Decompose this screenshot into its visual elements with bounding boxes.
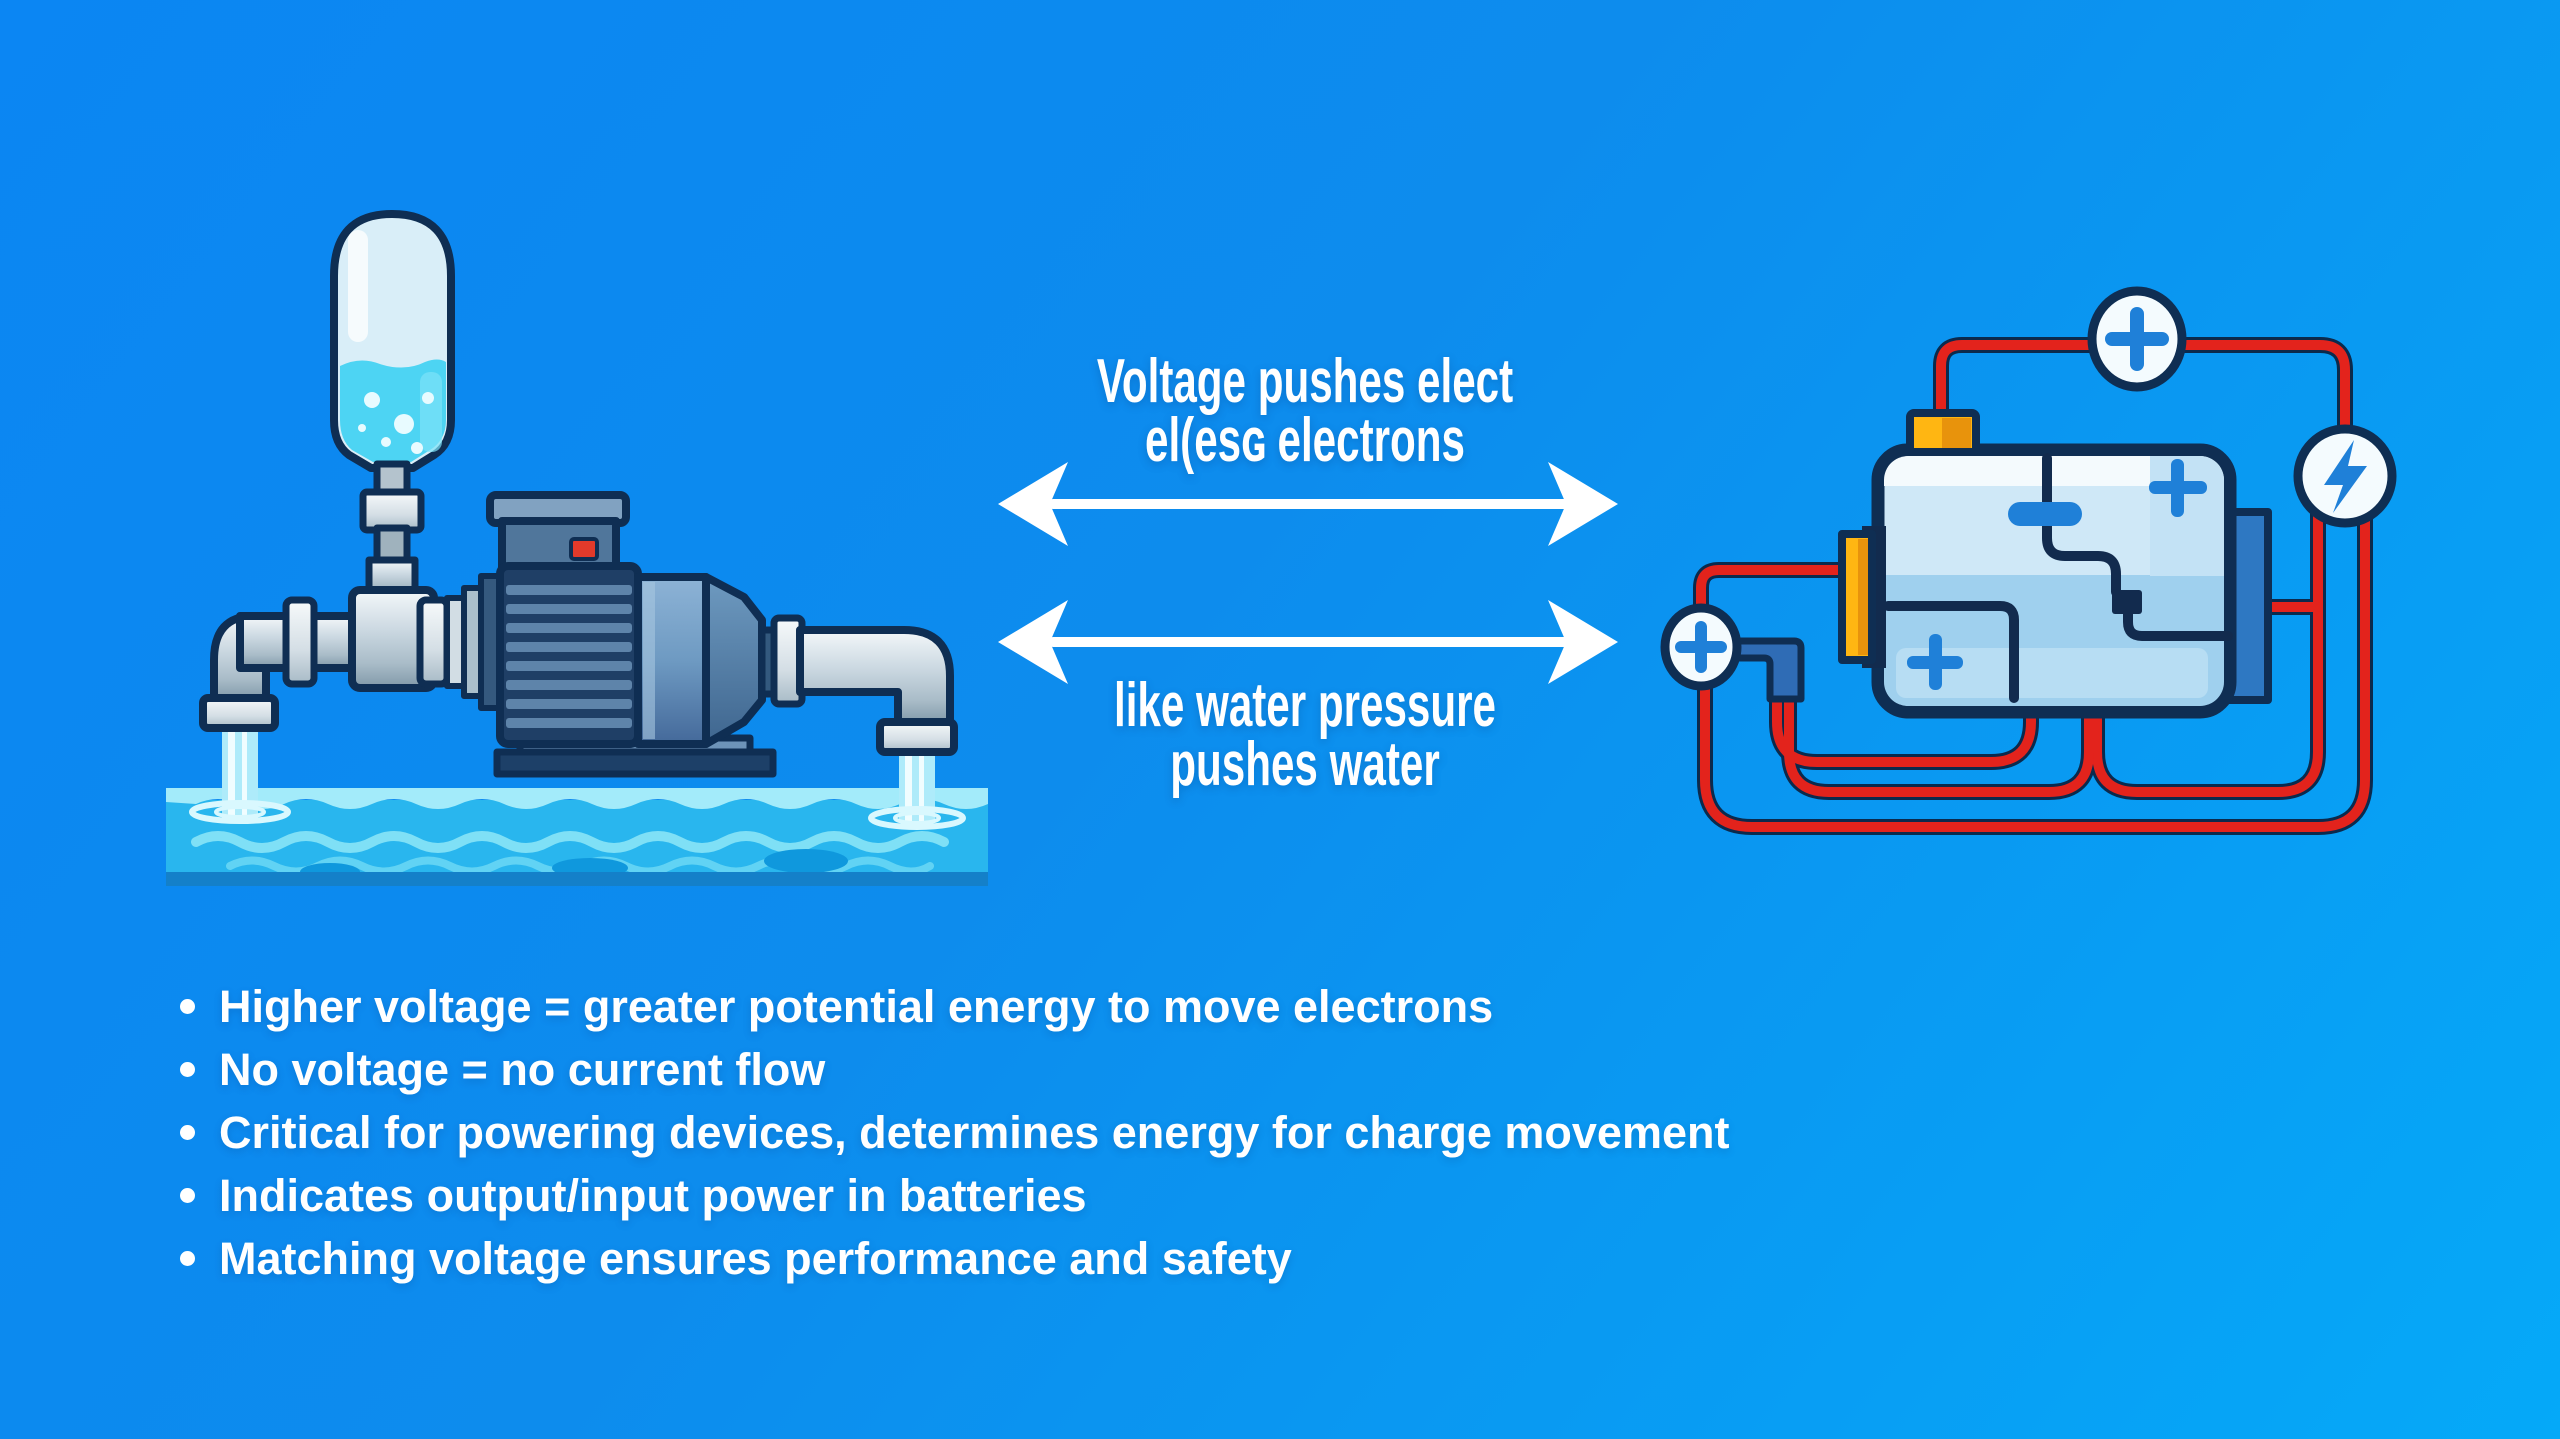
wire-negative-top (1696, 565, 1865, 619)
wire-inner-loop-1 (1772, 693, 2036, 767)
bottle-water (340, 359, 446, 462)
pump-motor (486, 491, 806, 778)
pipe-collar-right (416, 596, 451, 688)
motor-fins (496, 562, 642, 748)
wire-outer-loop (1700, 495, 2370, 832)
lightning-icon (2324, 440, 2367, 513)
battery-terminal-left (1838, 526, 1886, 668)
water-caption-line2: pushes water (1170, 730, 1440, 799)
bullet-text: Higher voltage = greater potential energ… (219, 980, 1494, 1032)
key-points-list: Higher voltage = greater potential energ… (180, 975, 1729, 1290)
cell-symbols (1907, 459, 2207, 690)
trace-node (2112, 590, 2142, 614)
plus-icon (1675, 621, 1727, 673)
positive-terminal-badge-top (2087, 286, 2187, 392)
wire-load-branch (2092, 495, 2323, 797)
minus-bar (2008, 502, 2082, 526)
bubbles (358, 392, 434, 454)
double-arrow-bottom (998, 600, 1618, 684)
electric-caption-line2: el(esɢ electrons (1145, 406, 1465, 475)
water-pump-illustration (166, 210, 988, 886)
bullet-text: No voltage = no current flow (219, 1043, 826, 1095)
bullet-text: Indicates output/input power in batterie… (219, 1169, 1087, 1221)
plus-mark-bottom-left (1907, 634, 1963, 690)
bullet-text: Critical for powering devices, determine… (219, 1106, 1730, 1158)
list-item: Matching voltage ensures performance and… (180, 1227, 1729, 1290)
reducer-rings (444, 573, 505, 711)
water-caption-line1: like water pressure (1113, 671, 1496, 740)
electric-caption-line1: Voltage pushes elect (1096, 347, 1514, 416)
electric-caption: Voltage pushes elect el(esɢ electrons (905, 347, 1705, 475)
water-caption: like water pressure pushes water (905, 671, 1705, 799)
list-item: Critical for powering devices, determine… (180, 1101, 1729, 1164)
internal-traces (1883, 453, 2233, 703)
pressure-bottle (330, 210, 455, 472)
battery-circuit-illustration (1660, 286, 2397, 835)
comparison-arrows (998, 462, 1618, 684)
lightning-badge (2293, 424, 2397, 528)
battery-terminal-top (1906, 409, 1980, 456)
bullet-dot (180, 1188, 195, 1203)
motor-red-button (569, 537, 599, 561)
motor-cone (702, 573, 766, 748)
bullet-dot (180, 1251, 195, 1266)
list-item: Indicates output/input power in batterie… (180, 1164, 1729, 1227)
plus-mark-top-right (2149, 459, 2207, 517)
water-pool (166, 788, 988, 886)
double-arrow-top (998, 462, 1618, 546)
splash-ripples (189, 800, 966, 830)
plus-icon (2105, 307, 2169, 371)
bullet-text: Matching voltage ensures performance and… (219, 1232, 1292, 1284)
pipe-collar-left (282, 596, 318, 688)
positive-terminal-badge-left (1660, 603, 1742, 691)
list-item: Higher voltage = greater potential energ… (180, 975, 1729, 1038)
battery (1838, 409, 2237, 719)
wire-inner-loop-2 (1784, 693, 2094, 797)
plug-connector (1733, 637, 1805, 703)
bullet-dot (180, 1062, 195, 1077)
outlet-pipe-right (796, 626, 958, 756)
bullet-dot (180, 999, 195, 1014)
bullet-dot (180, 1125, 195, 1140)
circuit-wires (1693, 337, 2373, 835)
list-item: No voltage = no current flow (180, 1038, 1729, 1101)
